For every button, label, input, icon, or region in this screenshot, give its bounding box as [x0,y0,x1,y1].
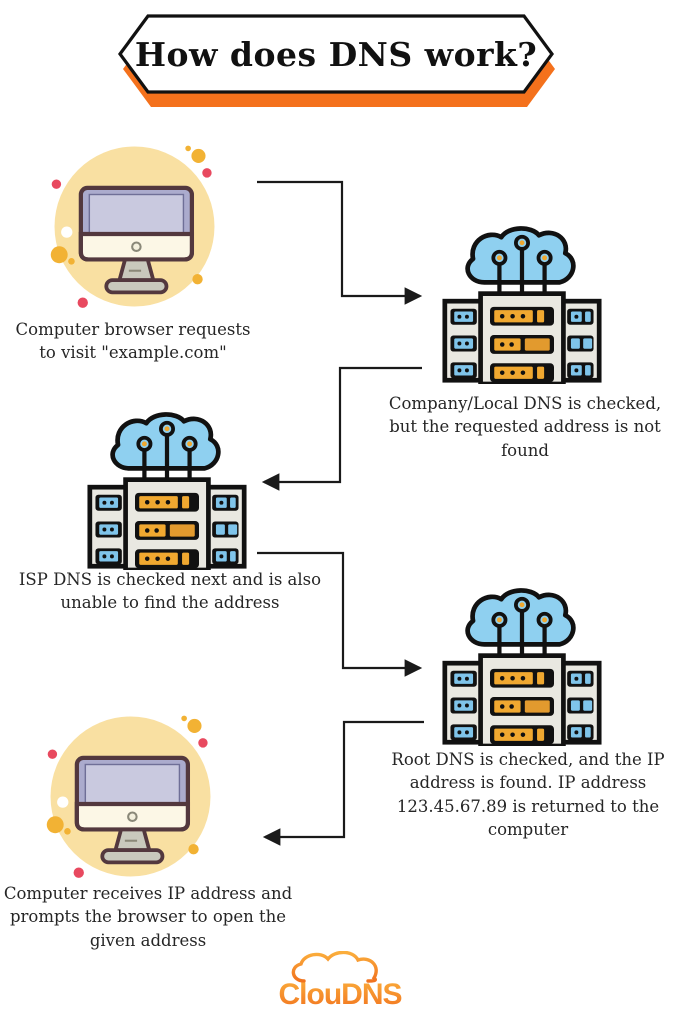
page-title: How does DNS work? [134,34,538,74]
step-caption: Computer browser requests to visit "exam… [15,320,251,363]
computer-icon [31,123,238,330]
step-caption: ISP DNS is checked next and is also unab… [18,570,322,613]
cloudns-logo-text: ClouDNS [279,978,402,1011]
dns-server-icon [441,224,603,384]
dns-server-icon [441,586,603,746]
computer-icon [27,693,234,900]
dns-server-icon [86,410,248,570]
cloudns-logo: ClouDNS [279,951,403,1011]
step-caption: Computer receives IP address and prompts… [3,884,293,950]
arrow-request-to-local-dns [257,180,423,305]
step-caption: Company/Local DNS is checked, but the re… [388,394,662,460]
title-banner [118,14,555,107]
cloud-outline-icon [291,951,378,983]
banner-shape [118,14,554,94]
step-caption: Root DNS is checked, and the IP address … [391,750,665,840]
